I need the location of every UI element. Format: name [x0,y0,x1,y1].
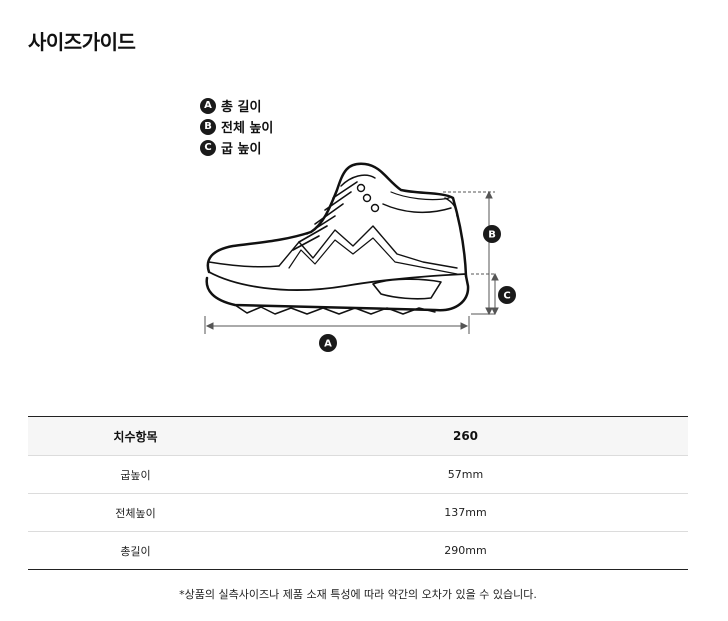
marker-a-label: A [324,339,332,350]
legend-label-total-length: 총 길이 [221,100,262,115]
boot-measurement-diagram: A B C [204,162,516,352]
legend-label-total-height: 전체 높이 [221,121,274,136]
dimension-lines [204,190,499,334]
length-arrow-left [205,322,214,330]
height-arrow-top [485,190,493,199]
boot-upper-panel [278,225,458,269]
boot-eyelets [356,183,380,213]
row-label-total-height: 전체높이 [28,493,243,532]
table-row: 전체높이 137mm [28,493,688,532]
row-label-total-length: 총길이 [28,531,243,570]
boot-sole-tread [234,304,436,315]
legend-badge-a: A [200,97,216,114]
table-row: 굽높이 57mm [28,455,688,494]
legend-item-heel-height: C 굽 높이 [200,137,273,158]
heel-arrow-bottom [491,307,499,316]
page-title: 사이즈가이드 [28,30,136,54]
table-header-label: 치수항목 [28,416,243,456]
measurement-legend: A 총 길이 B 전체 높이 C 굽 높이 [200,95,273,158]
boot-upper-panel-inner [288,237,458,275]
dimension-marker-b: B [483,225,501,243]
boot-tongue [340,174,376,187]
dimension-marker-c: C [498,286,516,304]
boot-upper [206,162,468,278]
table-header-size: 260 [243,416,688,456]
marker-b-label: B [488,230,496,241]
table-row: 총길이 290mm [28,531,688,570]
boot-midsole-window [372,278,442,300]
size-table: 치수항목 260 굽높이 57mm 전체높이 137mm 총길이 290mm [28,416,688,570]
boot-midsole [208,271,467,291]
legend-badge-b: B [200,118,216,135]
legend-badge-c: C [200,139,216,156]
heel-arrow-top [491,272,499,281]
row-value-total-height: 137mm [243,493,688,532]
length-arrow-right [460,322,469,330]
boot-outline-icon [205,162,470,315]
row-value-total-length: 290mm [243,531,688,570]
legend-item-total-length: A 총 길이 [200,95,273,116]
boot-toe-cap [208,261,280,268]
dimension-marker-a: A [319,334,337,352]
row-label-heel-height: 굽높이 [28,455,243,494]
boot-collar [382,203,452,214]
boot-heel-tab [444,197,458,217]
boot-collar-inner [390,191,450,201]
marker-c-label: C [503,291,510,302]
boot-outsole [205,274,470,312]
table-header-row: 치수항목 260 [28,416,688,456]
row-value-heel-height: 57mm [243,455,688,494]
legend-label-heel-height: 굽 높이 [221,142,262,157]
height-arrow-bottom [485,307,493,316]
legend-item-total-height: B 전체 높이 [200,116,273,137]
boot-laces [292,181,358,251]
size-disclaimer: *상품의 실측사이즈나 제품 소재 특성에 따라 약간의 오차가 있을 수 있습… [179,588,537,601]
